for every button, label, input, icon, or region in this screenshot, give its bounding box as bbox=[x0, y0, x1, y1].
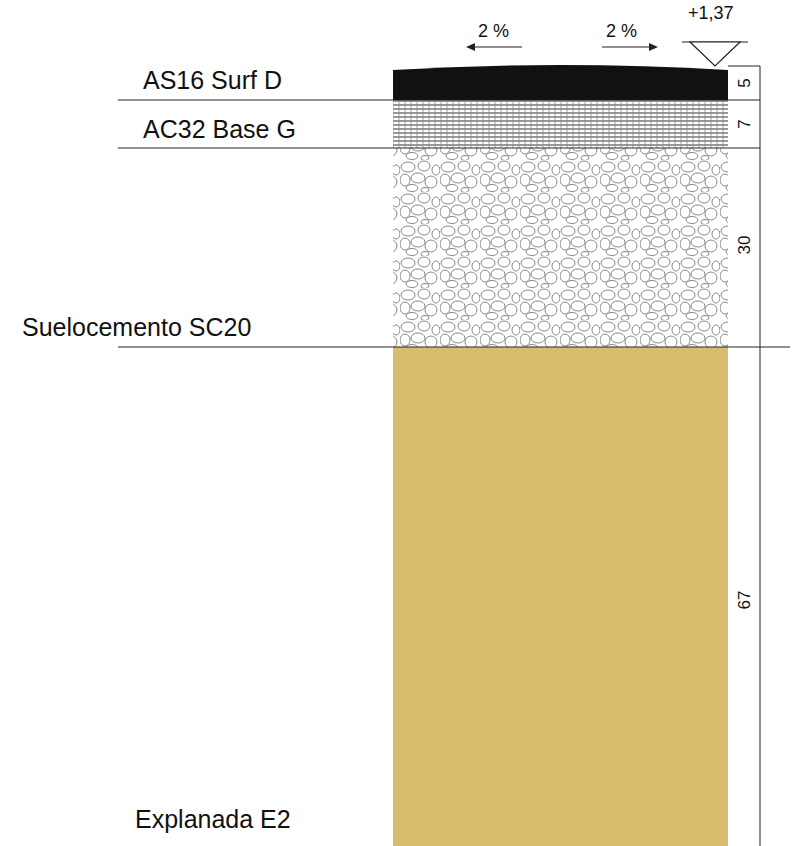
thickness-dimension: 30 bbox=[736, 234, 755, 257]
slope-value: 2 % bbox=[478, 22, 509, 42]
slope-value: 2 % bbox=[606, 22, 637, 42]
level-value: +1,37 bbox=[688, 4, 734, 24]
layer-name: AS16 Surf D bbox=[143, 67, 282, 95]
thickness-dimension: 7 bbox=[736, 117, 755, 130]
base-layer bbox=[393, 100, 728, 148]
thickness-dimension: 67 bbox=[736, 589, 755, 612]
soil-cement-layer bbox=[393, 148, 728, 347]
subgrade-layer bbox=[393, 347, 728, 846]
thickness-dimension: 5 bbox=[736, 76, 755, 89]
layer-name: Suelocemento SC20 bbox=[22, 314, 251, 342]
layer-lines bbox=[118, 66, 790, 846]
surface-layer bbox=[393, 65, 728, 100]
level-mark bbox=[682, 42, 748, 66]
layer-name: Explanada E2 bbox=[135, 806, 291, 834]
slope-arrows bbox=[466, 43, 658, 51]
layer-name: AC32 Base G bbox=[143, 116, 296, 144]
